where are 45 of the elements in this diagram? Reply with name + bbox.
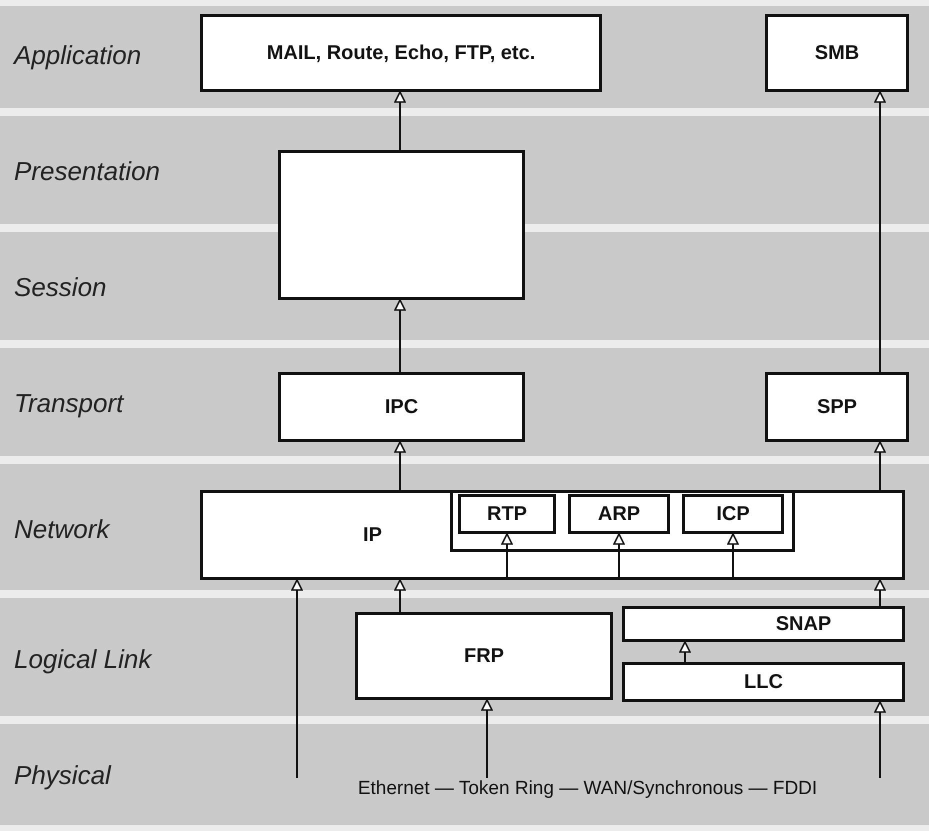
arrow [481, 699, 493, 778]
arrow [874, 579, 886, 606]
protocol-name: IPC [384, 396, 418, 418]
protocol-box [568, 494, 670, 534]
arrow [874, 91, 886, 372]
protocol-name: RTP [487, 502, 527, 526]
protocol-box [458, 494, 556, 534]
arrow [394, 441, 406, 490]
protocol-box [765, 372, 909, 442]
arrow [727, 533, 739, 580]
protocol-box [278, 372, 525, 442]
protocol-name: ICP [716, 502, 750, 526]
protocol-name: SMB [814, 42, 860, 64]
protocol-box [765, 14, 909, 92]
arrow [613, 533, 625, 580]
layer-label: Presentation [14, 156, 160, 187]
protocol-name: ARP [598, 502, 640, 526]
arrow [291, 579, 303, 778]
protocol-box [622, 662, 905, 702]
arrow [874, 441, 886, 490]
arrow [874, 701, 886, 778]
arrow [679, 641, 691, 662]
protocol-box [355, 612, 613, 700]
arrow [501, 533, 513, 580]
arrow [394, 579, 406, 612]
protocol-name: LLC [744, 670, 783, 694]
layer-label: Session [14, 272, 106, 303]
arrow [394, 299, 406, 372]
layer-label: Logical Link [14, 644, 152, 675]
empty-box [278, 150, 525, 300]
layer-label: Network [14, 514, 110, 545]
protocol-name: SNAP [776, 612, 832, 636]
layer-label: Physical [14, 760, 111, 791]
protocol-box [200, 14, 602, 92]
protocol-box [682, 494, 784, 534]
arrow [394, 91, 406, 150]
protocol-name: IP [363, 524, 382, 546]
protocol-name: FRP [464, 644, 504, 668]
protocol-box [622, 606, 905, 642]
layer-label: Transport [14, 388, 124, 419]
protocol-box [200, 490, 905, 580]
protocol-name: SPP [816, 396, 858, 418]
media-text: Ethernet — Token Ring — WAN/Synchronous — FDDI [285, 778, 890, 804]
protocol-name: MAIL, Route, Echo, FTP, etc. [266, 42, 536, 64]
layer-label: Application [14, 40, 142, 71]
